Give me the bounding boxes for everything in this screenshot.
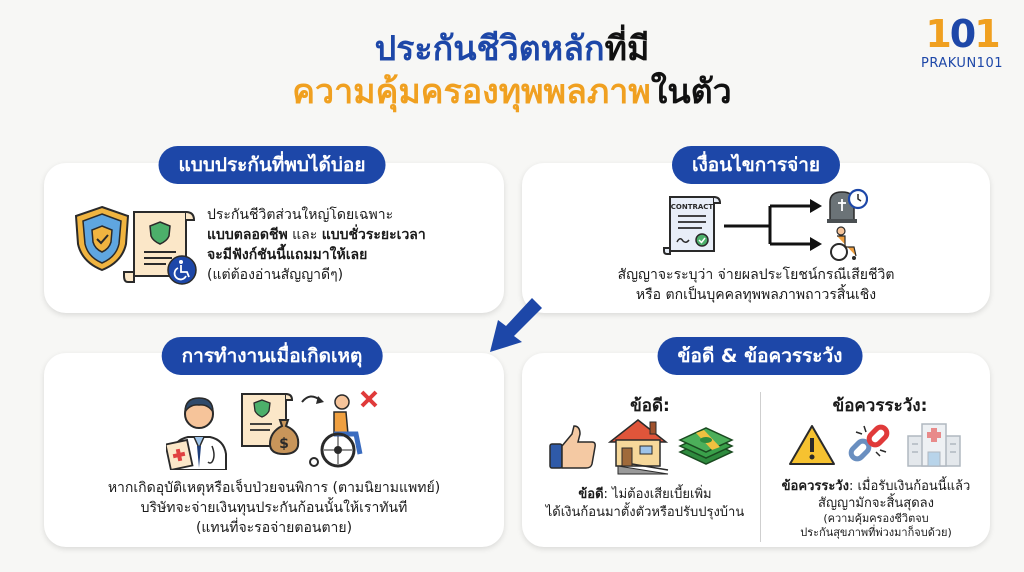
title-line2-black: ในตัว xyxy=(650,72,732,113)
shield-check-icon xyxy=(74,205,130,272)
pros-text: ข้อดี: ไม่ต้องเสียเบี้ยเพิ่ม ได้เงินก้อน… xyxy=(545,487,745,520)
doctor-icon xyxy=(166,397,227,470)
branch-arrow-icon xyxy=(724,199,822,251)
logo-brand-text: PRAKUN101 xyxy=(921,56,1003,71)
logo-number: 101 xyxy=(925,12,1000,56)
payment-conditions-text: สัญญาจะระบุว่า จ่ายผลประโยชน์กรณีเสียชีว… xyxy=(617,267,895,303)
cons-text: ข้อควรระวัง: เมื่อรับเงินก้อนนี้แล้ว สัญ… xyxy=(781,479,971,539)
house-ramp-icon xyxy=(608,419,669,475)
thumbs-up-icon xyxy=(549,425,596,469)
heading-common-types: แบบประกันที่พบได้บ่อย xyxy=(158,146,386,184)
wheelchair-person-x-icon xyxy=(301,390,378,468)
card-payment-conditions xyxy=(522,163,990,313)
cons-title: ข้อควรระวัง: xyxy=(832,396,928,416)
heading-how-it-works: การทำงานเมื่อเกิดเหตุ xyxy=(161,337,383,375)
brand-logo: 101 PRAKUN101 xyxy=(912,14,1012,71)
tombstone-clock-icon xyxy=(827,188,868,223)
policy-moneybag-icon: $ xyxy=(241,393,300,456)
page-title: ประกันชีวิตหลักที่มี ความคุ้มครองทุพพลภา… xyxy=(0,29,1024,113)
svg-text:$: $ xyxy=(279,436,289,452)
heading-payment-conditions: เงื่อนไขการจ่าย xyxy=(671,146,841,184)
title-line1-black: ที่มี xyxy=(604,29,650,69)
svg-text:CONTRACT: CONTRACT xyxy=(671,203,714,211)
hospital-icon xyxy=(907,423,961,467)
title-line2-orange: ความคุ้มครองทุพพลภาพ xyxy=(292,72,651,113)
warning-icon xyxy=(789,425,835,465)
pros-title: ข้อดี: xyxy=(630,396,670,416)
wheelchair-person-icon xyxy=(830,226,857,261)
cash-stack-icon xyxy=(678,427,734,465)
pros-cons-divider xyxy=(760,392,761,542)
title-line1-blue: ประกันชีวิตหลัก xyxy=(374,29,605,69)
arrow-down-left-icon xyxy=(490,298,542,352)
how-it-works-text: หากเกิดอุบัติเหตุหรือเจ็บป่วยจนพิการ (ตา… xyxy=(107,480,441,536)
broken-chain-icon xyxy=(848,424,890,462)
heading-pros-cons: ข้อดี & ข้อควรระวัง xyxy=(657,337,863,375)
policy-scroll-icon xyxy=(123,211,197,285)
contract-icon: CONTRACT xyxy=(663,196,722,255)
common-types-text: ประกันชีวิตส่วนใหญ่โดยเฉพาะ แบบตลอดชีพ แ… xyxy=(207,207,426,283)
